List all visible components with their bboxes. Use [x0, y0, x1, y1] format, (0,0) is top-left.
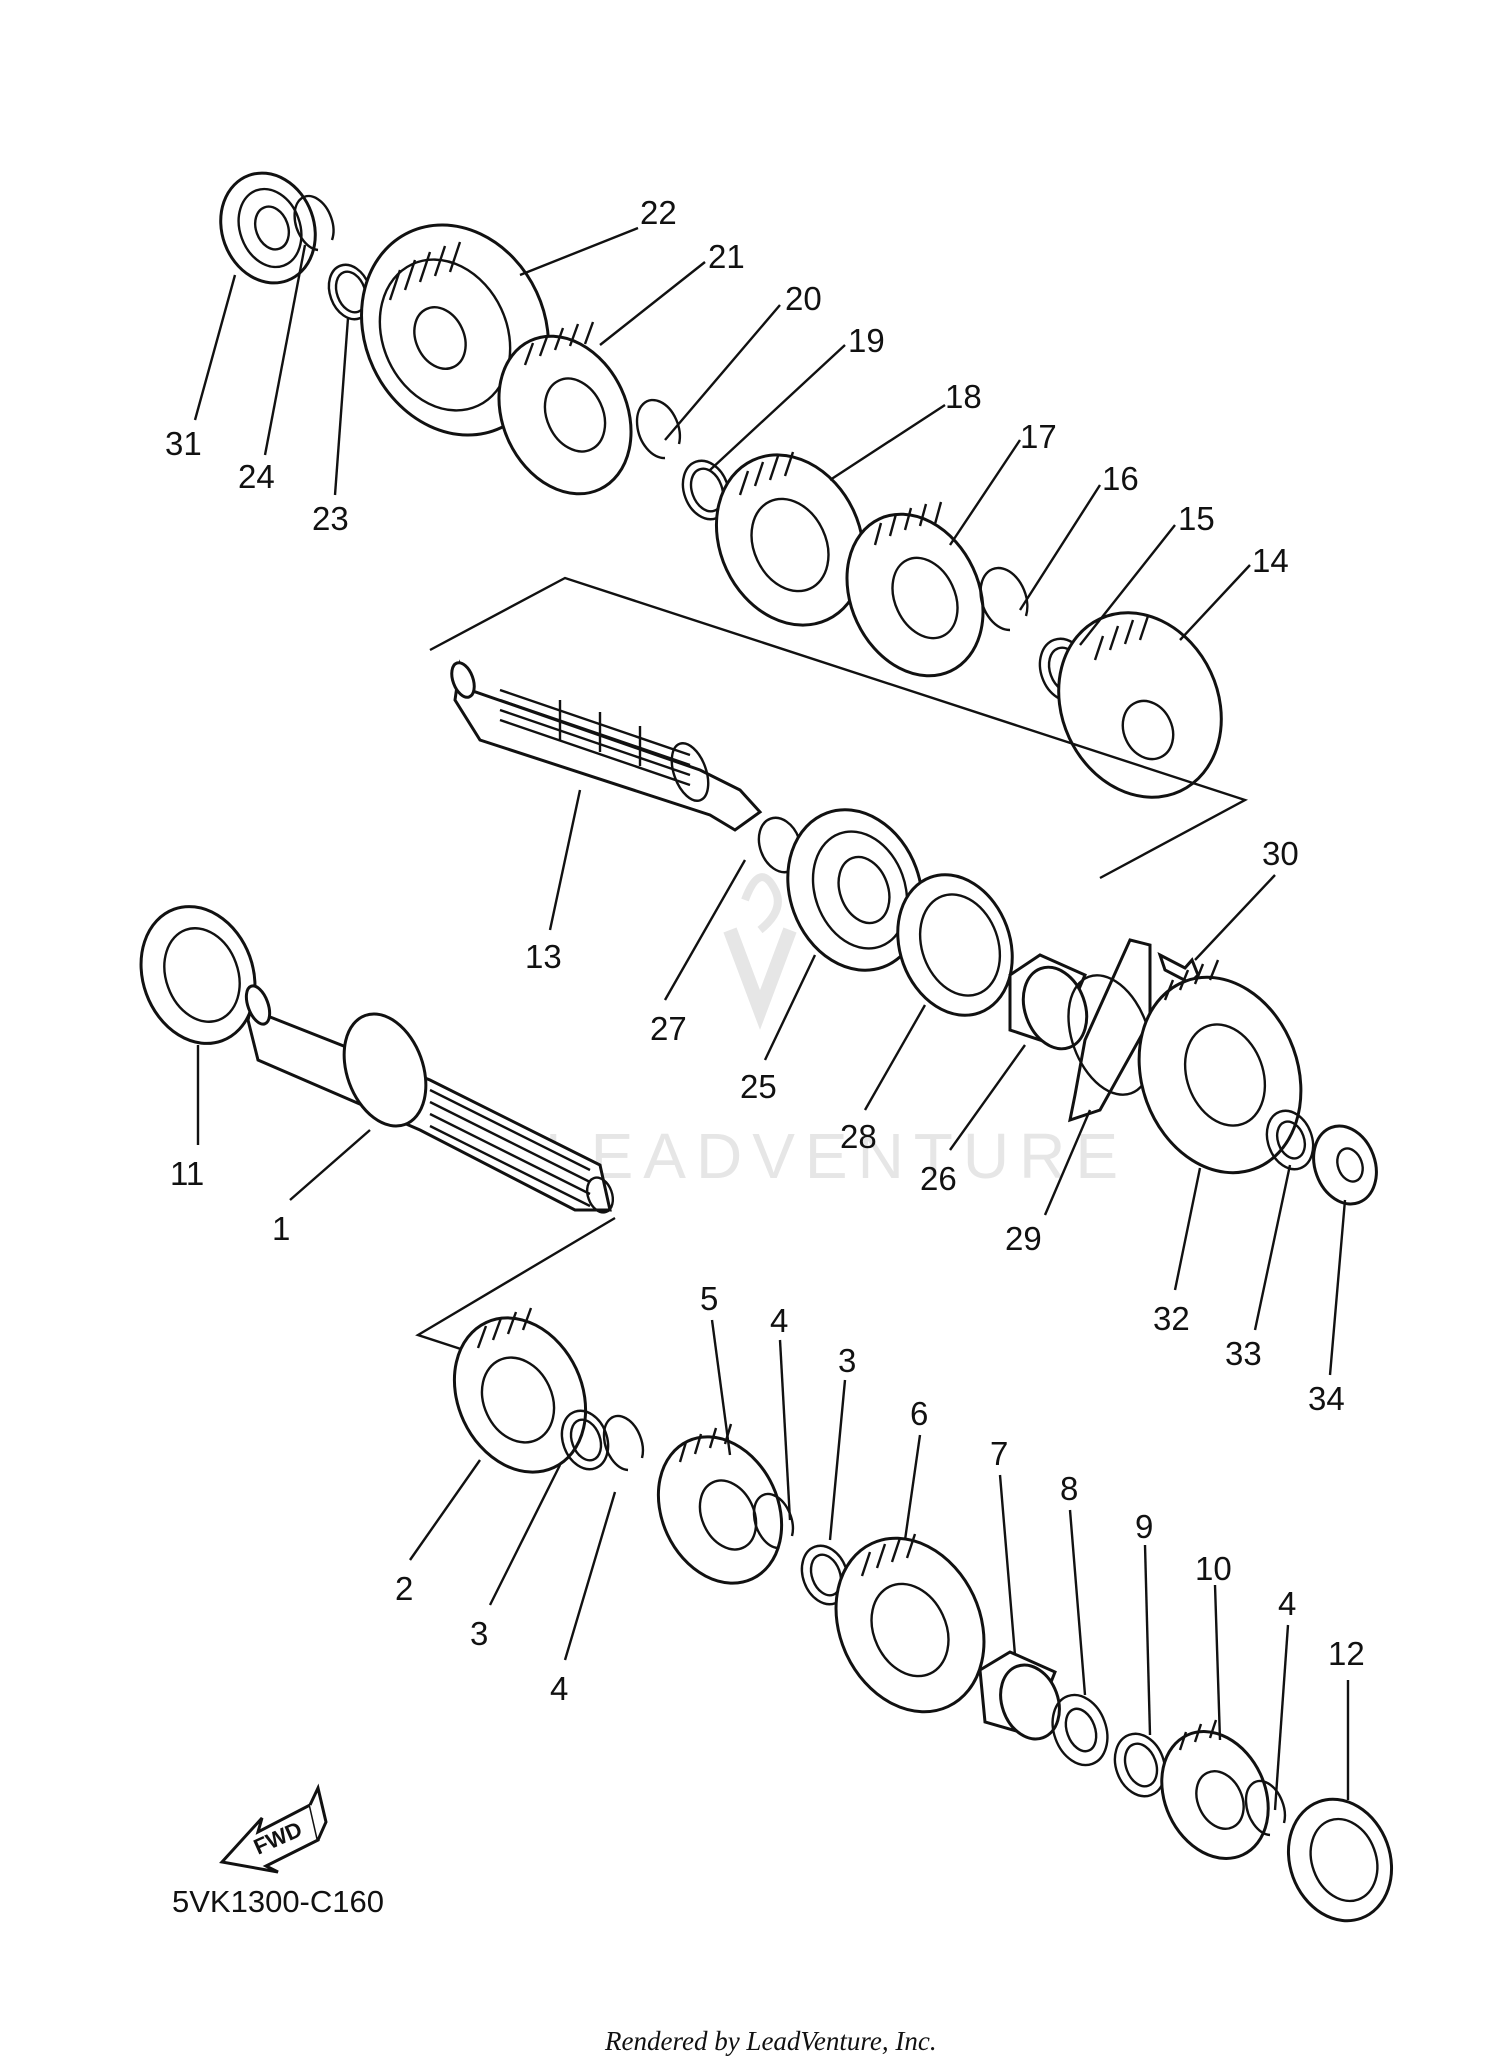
- callout-10: 10: [1195, 1550, 1232, 1587]
- callout-7: 7: [990, 1435, 1008, 1472]
- part-4a-circlip[interactable]: [602, 1414, 645, 1472]
- part-32-sprocket[interactable]: [1113, 954, 1328, 1195]
- part-2-gear[interactable]: [430, 1296, 610, 1493]
- callout-13: 13: [525, 938, 562, 975]
- part-31-bearing[interactable]: [206, 160, 331, 297]
- part-3a-washer[interactable]: [554, 1404, 616, 1475]
- watermark-logo-icon: [723, 873, 797, 1030]
- callout-30: 30: [1262, 835, 1299, 872]
- callout-2: 2: [395, 1570, 413, 1607]
- part-28-oil-seal[interactable]: [879, 859, 1032, 1032]
- callout-4b: 4: [770, 1302, 788, 1339]
- callout-9: 9: [1135, 1508, 1153, 1545]
- callout-19: 19: [848, 322, 885, 359]
- part-18-gear[interactable]: [689, 431, 890, 650]
- part-21-gear[interactable]: [474, 314, 656, 515]
- part-14-gear[interactable]: [1029, 586, 1251, 824]
- part-10-gear[interactable]: [1142, 1714, 1288, 1876]
- callout-12: 12: [1328, 1635, 1365, 1672]
- callout-26: 26: [920, 1160, 957, 1197]
- callout-3b: 3: [838, 1342, 856, 1379]
- callout-32: 32: [1153, 1300, 1190, 1337]
- callout-labels: 31 24 23 22 21 20 19 18 17 16 15 14 13 2…: [165, 194, 1365, 1707]
- callout-3a: 3: [470, 1615, 488, 1652]
- callout-16: 16: [1102, 460, 1139, 497]
- part-6-gear[interactable]: [809, 1514, 1012, 1736]
- part-12-bearing[interactable]: [1272, 1785, 1408, 1936]
- part-33-lock-washer[interactable]: [1259, 1104, 1321, 1175]
- fwd-direction-arrow: FWD: [219, 1783, 328, 1874]
- callout-18: 18: [945, 378, 982, 415]
- part-26-collar[interactable]: [1008, 953, 1098, 1058]
- callout-25: 25: [740, 1068, 777, 1105]
- part-8-lock-washer[interactable]: [1043, 1687, 1116, 1772]
- callout-17: 17: [1020, 418, 1057, 455]
- part-16-circlip[interactable]: [979, 566, 1029, 632]
- callout-33: 33: [1225, 1335, 1262, 1372]
- callout-4a: 4: [550, 1670, 568, 1707]
- part-5-gear[interactable]: [635, 1417, 804, 1604]
- part-1-drive-axle[interactable]: [242, 983, 618, 1216]
- part-7-collar[interactable]: [978, 1650, 1069, 1747]
- part-25-bearing[interactable]: [766, 791, 944, 990]
- callout-24: 24: [238, 458, 275, 495]
- assembly-bracket-upper: [429, 576, 1249, 880]
- part-11-bearing[interactable]: [122, 890, 273, 1059]
- part-4c-circlip[interactable]: [1244, 1779, 1287, 1837]
- callout-11: 11: [170, 1155, 204, 1192]
- callout-29: 29: [1005, 1220, 1042, 1257]
- callout-5: 5: [700, 1280, 718, 1317]
- callout-27: 27: [650, 1010, 687, 1047]
- callout-15: 15: [1178, 500, 1215, 537]
- part-20-circlip[interactable]: [635, 398, 682, 460]
- part-17-gear[interactable]: [821, 492, 1008, 698]
- part-13-main-shaft[interactable]: [447, 659, 763, 832]
- callout-22: 22: [640, 194, 677, 231]
- leader-lines: [193, 226, 1350, 1811]
- assembly-bracket-lower: [415, 1216, 616, 1354]
- callout-6: 6: [910, 1395, 928, 1432]
- part-9-washer[interactable]: [1107, 1727, 1174, 1804]
- render-credit: Rendered by LeadVenture, Inc.: [604, 2026, 937, 2056]
- callout-34: 34: [1308, 1380, 1345, 1417]
- callout-23: 23: [312, 500, 349, 537]
- drawing-code: 5VK1300-C160: [172, 1884, 384, 1919]
- callout-4c: 4: [1278, 1585, 1296, 1622]
- callout-21: 21: [708, 238, 745, 275]
- part-24-circlip[interactable]: [293, 194, 335, 252]
- callout-20: 20: [785, 280, 822, 317]
- part-34-nut[interactable]: [1303, 1117, 1387, 1213]
- callout-14: 14: [1252, 542, 1289, 579]
- callout-1: 1: [272, 1210, 290, 1247]
- callout-28: 28: [840, 1118, 877, 1155]
- callout-8: 8: [1060, 1470, 1078, 1507]
- watermark-text: LEADVENTURE: [545, 1120, 1128, 1192]
- callout-31: 31: [165, 425, 202, 462]
